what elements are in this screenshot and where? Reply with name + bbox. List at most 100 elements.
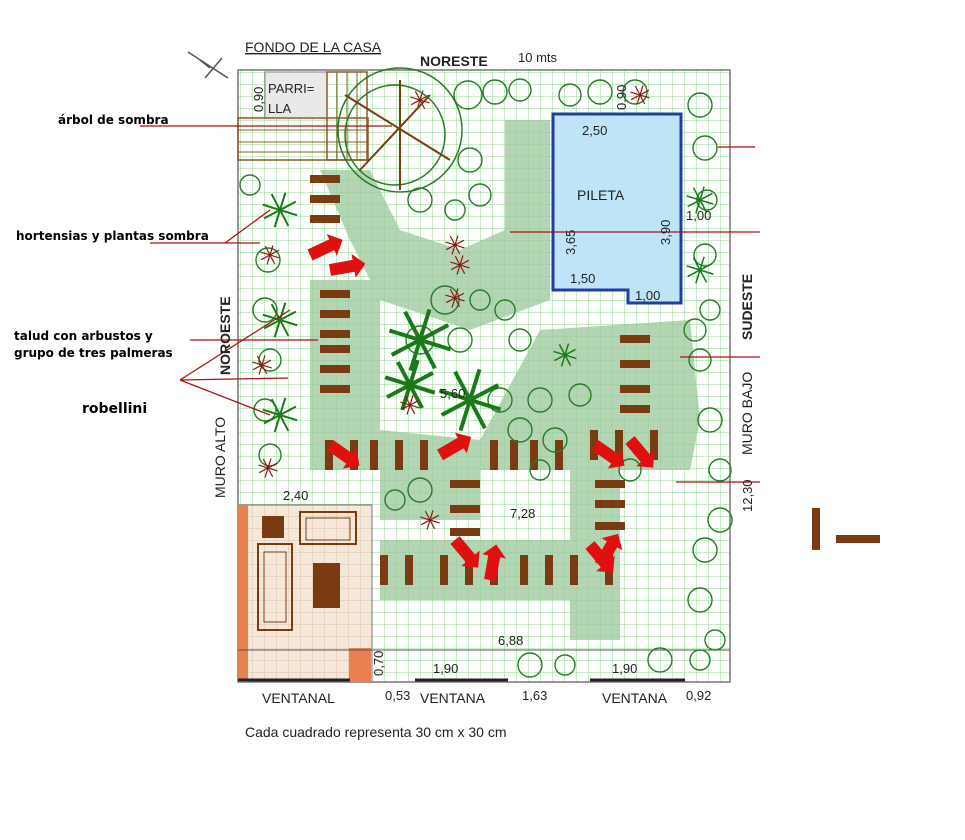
gap-1-dim: 0,53 (385, 688, 410, 703)
frond (263, 200, 297, 220)
pool (551, 112, 683, 305)
arrow-shape (450, 536, 480, 568)
flow-arrows (307, 233, 655, 582)
frond (630, 89, 650, 101)
shrub (527, 387, 553, 413)
shrub-star-icon (686, 186, 714, 214)
arrow-icon (328, 254, 366, 278)
shrub (558, 83, 582, 107)
shrub (696, 189, 718, 211)
compass-icon (187, 51, 229, 79)
red-shrub-icon (258, 458, 278, 478)
shrub-star-icon (262, 192, 298, 228)
arrow-shape (307, 233, 343, 261)
pool-label: PILETA (577, 187, 625, 203)
red-shrub-icon (445, 235, 465, 255)
terrace-width-dim: 2,40 (283, 488, 308, 503)
paver (595, 480, 625, 488)
paver (650, 430, 658, 460)
red-shrub-icon (400, 395, 420, 415)
shrub (453, 80, 483, 110)
compass-north-west: NOROESTE (217, 296, 233, 375)
shrub (517, 652, 543, 678)
leader-lines (140, 125, 760, 483)
paver (620, 360, 650, 368)
pool-step-offset: 1,00 (635, 288, 660, 303)
top-length: 10 mts (518, 50, 558, 65)
paver (510, 440, 518, 470)
window-b-label: VENTANA (602, 690, 668, 706)
pool-width-top: 2,50 (582, 123, 607, 138)
shrub (693, 243, 717, 267)
frond (263, 310, 297, 330)
frond (400, 399, 420, 411)
shrub (468, 183, 492, 207)
shrub (407, 477, 433, 503)
plan-title: FONDO DE LA CASA (245, 39, 382, 55)
frond (420, 514, 440, 526)
frond (450, 259, 470, 271)
paver (320, 345, 350, 353)
gap-3-dim: 0,92 (686, 688, 711, 703)
arrow-shape (437, 432, 472, 461)
shrub (689, 649, 711, 671)
arrow-icon (594, 533, 623, 568)
grill-label-1: PARRI= (268, 81, 314, 96)
pool-length-left: 3,65 (563, 230, 578, 255)
pool-step-width: 1,50 (570, 271, 595, 286)
wall-high: MURO ALTO (212, 417, 228, 498)
shrub (704, 629, 726, 651)
paver (420, 440, 428, 470)
compass-south-east: SUDESTE (739, 274, 755, 340)
stepping-stones (310, 175, 658, 585)
shrub (688, 348, 712, 372)
leader-line (224, 209, 271, 244)
shrub (258, 443, 282, 467)
frond (445, 239, 465, 251)
paver (310, 195, 340, 203)
annotation-shade-tree: árbol de sombra (58, 113, 169, 127)
shrub (457, 147, 483, 173)
paver (570, 555, 578, 585)
gap-2-dim: 1,63 (522, 688, 547, 703)
red-shrub-icon (260, 245, 280, 265)
pool-side-offset: 1,00 (686, 208, 711, 223)
paver (395, 440, 403, 470)
paver (490, 440, 498, 470)
arrow-icon (450, 536, 480, 568)
grill-area (237, 71, 369, 161)
red-shrub-icon (450, 255, 470, 275)
shrub (687, 92, 713, 118)
leader-line (179, 379, 271, 416)
shrub (239, 174, 261, 196)
red-shrub-icon (630, 85, 650, 105)
arrow-shape (594, 533, 623, 568)
shrub (252, 297, 278, 323)
paver (620, 335, 650, 343)
paver (325, 440, 333, 470)
leader-line (179, 377, 289, 381)
frond (263, 405, 297, 425)
shade-tree (337, 67, 463, 193)
paver (380, 555, 388, 585)
paver (440, 555, 448, 585)
window-1-dim: 1,90 (433, 661, 458, 676)
paver (450, 505, 480, 513)
palm-icon (438, 368, 502, 432)
shrub (487, 387, 513, 413)
paver (595, 500, 625, 508)
paver (320, 290, 350, 298)
shrub-star-icon (262, 397, 298, 433)
annotation-slope-1: talud con arbustos y (14, 329, 153, 343)
shrub (444, 199, 466, 221)
frond (410, 94, 430, 106)
bottom-run-dim: 6,88 (498, 633, 523, 648)
frond (258, 462, 278, 474)
shrub (253, 398, 277, 422)
arrow-icon (326, 440, 360, 469)
shrub (687, 587, 713, 613)
bottom-step-dim: 0,70 (371, 651, 386, 676)
pool-top-right-dim: 0,90 (614, 85, 629, 110)
red-shrub-icon (445, 288, 465, 308)
